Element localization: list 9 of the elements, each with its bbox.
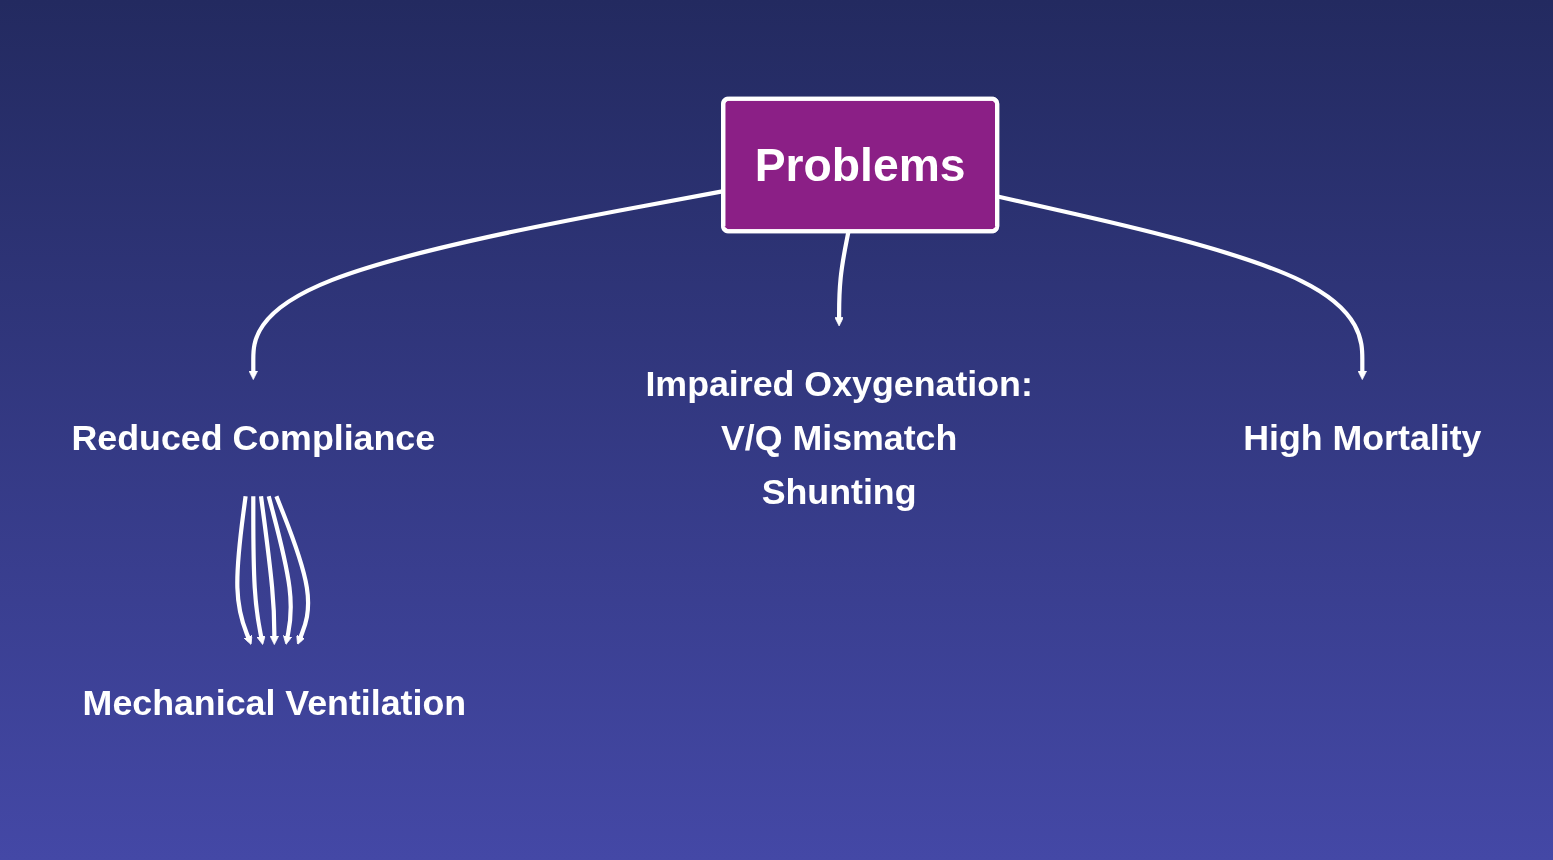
arrow <box>235 495 253 645</box>
node-text: Impaired Oxygenation: V/Q Mismatch Shunting <box>645 363 1033 511</box>
arrow <box>251 496 266 645</box>
arrow <box>266 495 293 645</box>
node-text: Mechanical Ventilation <box>82 682 467 723</box>
node-text: High Mortality <box>1243 417 1482 458</box>
arrow <box>258 495 279 645</box>
node-text: Reduced Compliance <box>71 417 436 458</box>
arrow <box>274 495 311 645</box>
